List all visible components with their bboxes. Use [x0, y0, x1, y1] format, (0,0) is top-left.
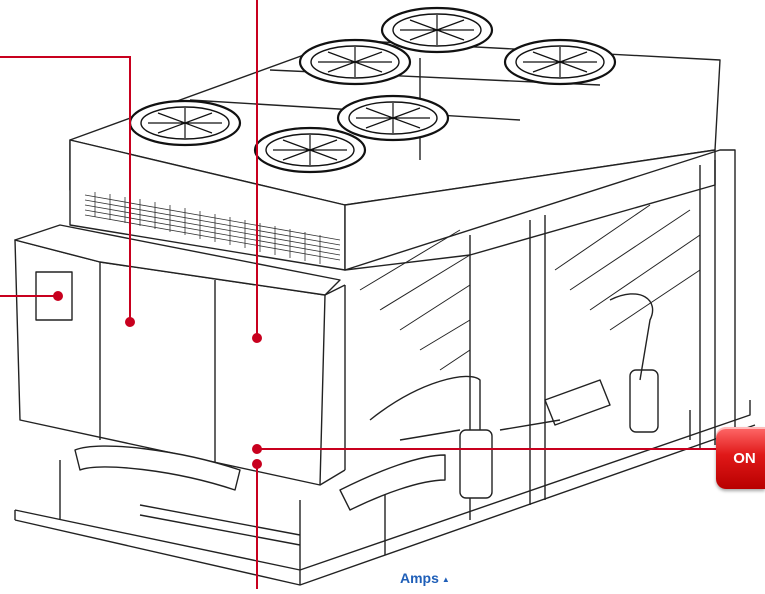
- triangle-up-icon: ▲: [441, 574, 450, 584]
- callout-lines: [0, 0, 716, 589]
- on-button-label: ON: [733, 449, 756, 467]
- amps-link[interactable]: Amps ▲: [400, 570, 450, 586]
- on-button[interactable]: ON: [716, 427, 765, 489]
- callout-dot-on-switch: [252, 444, 262, 454]
- hotspot-amps[interactable]: [250, 457, 264, 471]
- callout-dot-amps: [252, 459, 262, 469]
- hotspot-upper-door[interactable]: [250, 331, 264, 345]
- callout-dot-upper-door: [252, 333, 262, 343]
- amps-label: Amps: [400, 570, 439, 586]
- hotspot-panel-door[interactable]: [123, 315, 137, 329]
- compressors: [74, 293, 659, 546]
- hotspot-on-switch[interactable]: [250, 442, 264, 456]
- hotspot-display[interactable]: [51, 289, 65, 303]
- condenser-fans: [128, 6, 617, 174]
- callout-dot-display: [53, 291, 63, 301]
- callout-dot-panel-door: [125, 317, 135, 327]
